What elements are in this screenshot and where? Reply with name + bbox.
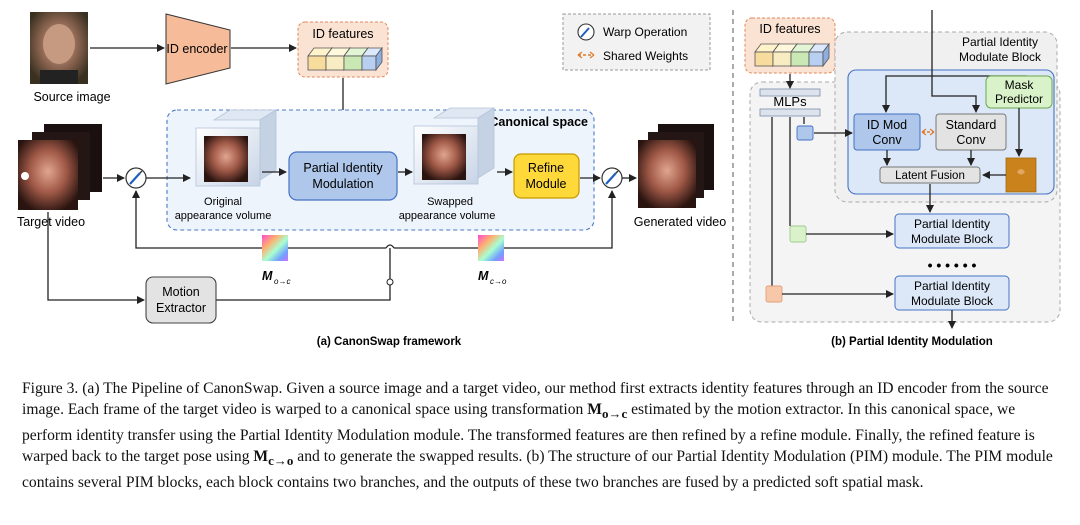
mlp-output-green (789, 225, 807, 243)
id-features-label-right: ID features (759, 22, 820, 36)
generated-video-label: Generated video (634, 215, 726, 229)
warp-operation-icon-2 (601, 167, 623, 189)
refine-module-block (513, 153, 580, 199)
caption-part-2: estimated by the motion extractor. In th… (22, 401, 1035, 466)
original-appearance-volume (195, 109, 278, 187)
idmod-label-2: Conv (872, 133, 902, 147)
caption-math-2: M (253, 448, 269, 466)
block-title-1: Partial Identity (962, 35, 1038, 49)
junction-dot (386, 278, 394, 286)
original-volume-label-2: appearance volume (175, 210, 272, 222)
warp-operation-icon-1 (125, 167, 147, 189)
latent-fusion-label: Latent Fusion (895, 170, 965, 182)
arrow-flow-o2c-to-warp (132, 190, 386, 249)
mlps-stack (759, 88, 821, 117)
legend-box (562, 13, 711, 71)
arrow-target-to-motion (47, 212, 145, 304)
block-title-2: Modulate Block (959, 50, 1042, 64)
subfigure-caption-a: (a) CanonSwap framework (317, 336, 462, 348)
pim-label-1: Partial Identity (303, 161, 383, 175)
line-crossing-hop (385, 244, 395, 249)
caption-math-2-sub: c→o (268, 453, 294, 469)
source-image (30, 12, 88, 84)
flow-o2c-main: M (262, 269, 273, 283)
pim-block-1 (894, 213, 1010, 249)
legend-warp-icon (577, 23, 595, 41)
id-features-label: ID features (312, 27, 373, 41)
generated-video-stack (638, 124, 714, 208)
motion-extractor-label-1: Motion (162, 285, 200, 299)
idmod-label-1: ID Mod (867, 118, 907, 132)
legend-shared-label: Shared Weights (603, 49, 688, 63)
flow-field-o2c (262, 235, 288, 261)
target-video-stack (18, 124, 102, 210)
flow-field-c2o (478, 235, 504, 261)
caption-math-1: M (587, 401, 602, 419)
pim-block (288, 151, 398, 201)
flow-c2o-main: M (478, 269, 489, 283)
mlp-output-blue (796, 125, 814, 141)
pim-block-1-label-1: Partial Identity (914, 217, 990, 231)
swapped-volume-label-1: Swapped (427, 196, 473, 208)
flow-c2o-sub: c→o (490, 277, 507, 286)
swapped-appearance-volume (413, 107, 496, 185)
caption-part-3: and to generate the swapped results. (b)… (22, 448, 1053, 491)
block-ellipsis: • • • • • • (928, 257, 977, 273)
predicted-mask-square (1005, 157, 1037, 193)
latent-fusion-block (879, 166, 981, 184)
figure-caption: Figure 3. (a) The Pipeline of CanonSwap.… (22, 378, 1062, 493)
motion-extractor-label-2: Extractor (156, 301, 206, 315)
target-video-label: Target video (17, 215, 85, 229)
pim-block-1-label-2: Modulate Block (911, 232, 994, 246)
swapped-volume-label-2: appearance volume (399, 210, 496, 222)
mlps-label: MLPs (773, 94, 807, 109)
arrow-to-std (931, 76, 980, 113)
arrow-flow-c2o-to-warp (394, 190, 616, 249)
std-label-1: Standard (946, 118, 997, 132)
source-image-label: Source image (33, 90, 110, 104)
id-feature-cuboids (307, 46, 383, 72)
pim-label-2: Modulation (312, 177, 373, 191)
motion-extractor-block (145, 276, 217, 324)
legend-warp-label: Warp Operation (603, 25, 687, 39)
line-motion-up (216, 248, 391, 301)
std-label-2: Conv (956, 133, 986, 147)
mlp-output-orange (765, 285, 783, 303)
caption-part-1: Figure 3. (a) The Pipeline of CanonSwap.… (22, 380, 1049, 419)
original-volume-label-1: Original (204, 196, 242, 208)
subfigure-caption-b: (b) Partial Identity Modulation (831, 336, 993, 348)
caption-math-1-sub: o→c (601, 406, 628, 422)
id-feature-cuboids-right (754, 42, 830, 68)
refine-label-1: Refine (528, 161, 564, 175)
id-encoder-block (165, 13, 231, 85)
mask-predictor-label-1: Mask (1005, 78, 1035, 92)
canonical-space-label: Canonical space (489, 115, 588, 129)
mask-predictor-label-2: Predictor (995, 92, 1043, 106)
flow-o2c-sub: o→c (274, 277, 290, 286)
refine-label-2: Module (526, 177, 567, 191)
pim-block-2-label-1: Partial Identity (914, 279, 990, 293)
pim-block-2-label-2: Modulate Block (911, 294, 994, 308)
id-encoder-label: ID encoder (166, 42, 227, 56)
